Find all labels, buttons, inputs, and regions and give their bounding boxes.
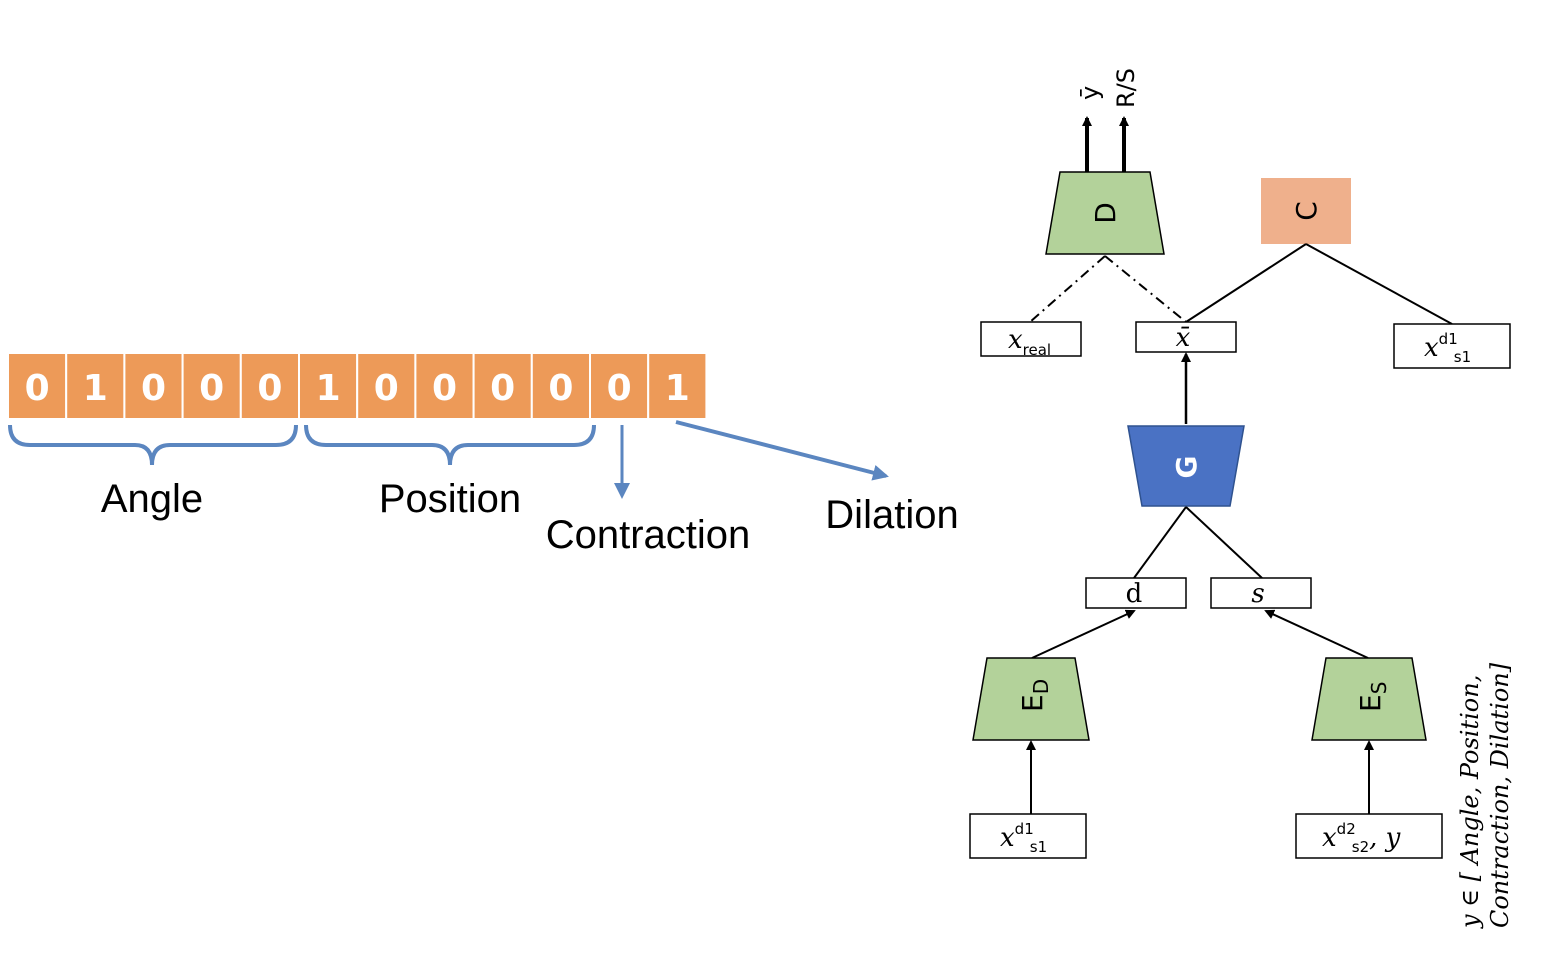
g-to-d-line [1133, 506, 1187, 579]
encoder-d-label: ED [1016, 679, 1053, 712]
rs-label: R/S [1112, 68, 1140, 108]
bit-cell [7, 352, 68, 420]
bit-value: 1 [665, 368, 690, 409]
dilation-label: Dilation [825, 493, 958, 537]
s-box [1210, 577, 1312, 609]
d-text: d [1126, 579, 1143, 609]
x-d2-s2-y-box [1295, 813, 1443, 859]
bit-cell [123, 352, 184, 420]
bit-value: 0 [257, 368, 282, 409]
angle-brace [8, 424, 298, 466]
bit-value: 0 [199, 368, 224, 409]
position-brace [304, 424, 596, 466]
side-note-line1: y ∈ [ Angle, Position, [1456, 675, 1484, 929]
generator-label: G [1170, 456, 1203, 479]
discriminator-label: D [1089, 202, 1122, 224]
contraction-label: Contraction [546, 513, 751, 557]
es-to-s-arrow [1264, 609, 1369, 659]
bit-cell [472, 352, 533, 420]
side-note-line2: Contraction, Dilation] [1486, 662, 1514, 928]
discriminator-node [1045, 171, 1165, 255]
d-box [1085, 577, 1187, 609]
bit-value: 0 [374, 368, 399, 409]
x-d1-s1-bottom-box [969, 813, 1087, 859]
g-to-s-line [1185, 506, 1263, 579]
bit-value: 0 [432, 368, 457, 409]
bit-value: 0 [490, 368, 515, 409]
bit-cell [414, 352, 475, 420]
generator-node [1127, 425, 1245, 507]
x-real-box [980, 321, 1082, 357]
bit-value: 0 [548, 368, 573, 409]
ed-to-d-arrow [1031, 609, 1136, 659]
x-bar-text: x̄ [1176, 323, 1191, 353]
encoder-s-node [1311, 657, 1427, 741]
bit-cell [239, 352, 301, 420]
bit-cell [530, 352, 591, 420]
angle-label: Angle [101, 477, 203, 521]
bit-cell [647, 352, 708, 420]
classifier-node [1261, 178, 1351, 244]
bit-cell [65, 352, 126, 420]
bit-cell [356, 352, 417, 420]
bit-cell [298, 352, 359, 420]
bit-value: 1 [316, 368, 341, 409]
bit-value: 0 [141, 368, 166, 409]
bit-value: 1 [83, 368, 108, 409]
y-bar-label: ȳ [1076, 86, 1104, 100]
d-to-xreal-line [1029, 255, 1106, 323]
encoder-s-label: ES [1354, 682, 1391, 712]
x-d1-s1-top-box [1393, 323, 1511, 369]
classifier-label: C [1290, 201, 1323, 221]
c-to-xd1s1-line [1305, 243, 1453, 325]
d-to-xbar-line [1104, 255, 1187, 323]
bit-value: 0 [25, 368, 50, 409]
encoder-d-node [972, 657, 1090, 741]
dilation-arrow [675, 420, 889, 481]
x-real-text: xreal [1008, 325, 1051, 359]
s-text: s [1251, 579, 1264, 609]
c-to-xbar-line [1185, 243, 1307, 323]
position-label: Position [379, 477, 521, 521]
bit-value: 0 [607, 368, 632, 409]
